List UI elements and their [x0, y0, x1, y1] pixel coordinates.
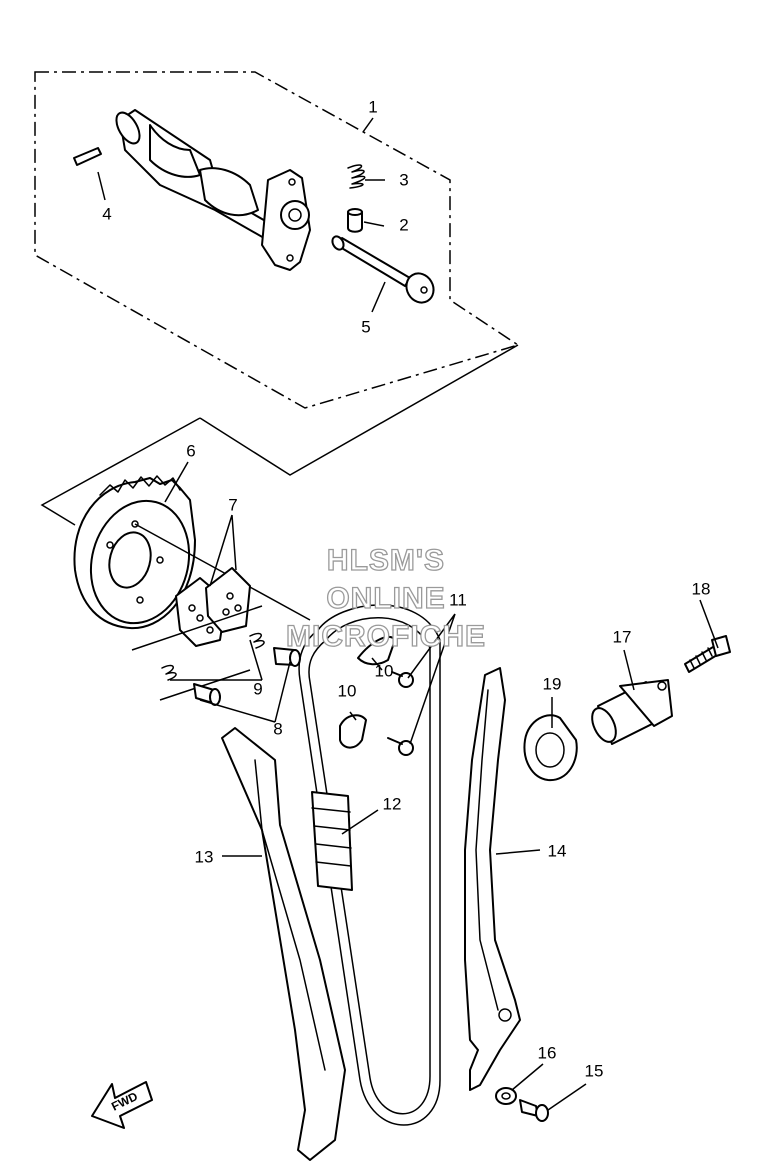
pins — [193, 647, 301, 706]
callout-6: 6 — [186, 441, 195, 460]
assembly-connection-lines — [40, 344, 519, 526]
camshaft-assembly-outline — [34, 71, 520, 409]
callout-7: 7 — [228, 495, 237, 514]
callout-labels: 1 2 3 4 5 6 7 8 9 10 10 11 12 13 14 15 1… — [102, 97, 710, 1080]
callout-13: 13 — [195, 847, 214, 866]
watermark-line-3: MICROFICHE — [286, 620, 486, 653]
chain-guide-exhaust — [464, 667, 521, 1091]
callout-18: 18 — [692, 579, 711, 598]
watermark-line-1: HLSM'S — [327, 544, 445, 577]
decompression-plates — [175, 567, 251, 647]
callout-10-upper: 10 — [375, 661, 394, 680]
decompressor-springs — [161, 632, 265, 681]
cam-sprocket — [73, 475, 196, 630]
callout-3: 3 — [399, 170, 408, 189]
callout-9: 9 — [253, 679, 262, 698]
callout-19: 19 — [543, 674, 562, 693]
plunger — [347, 208, 363, 233]
callout-15: 15 — [585, 1061, 604, 1080]
watermark-line-2: ONLINE — [326, 582, 445, 615]
tensioner-bolt — [684, 635, 731, 673]
callout-leaders — [97, 117, 719, 1111]
callout-4: 4 — [102, 204, 111, 223]
camshaft — [115, 109, 311, 271]
decompression-shaft — [331, 235, 435, 304]
chain-tensioner — [591, 679, 673, 745]
callout-8: 8 — [273, 719, 282, 738]
callout-2: 2 — [399, 215, 408, 234]
callout-1: 1 — [368, 97, 377, 116]
dowel-pin — [73, 147, 102, 166]
callout-10-lower: 10 — [338, 681, 357, 700]
callout-12: 12 — [383, 794, 402, 813]
callout-5: 5 — [361, 317, 370, 336]
callout-17: 17 — [613, 627, 632, 646]
callout-11: 11 — [449, 590, 467, 609]
forward-direction-arrow: FWD — [91, 1081, 153, 1129]
cam-chain — [298, 604, 441, 1126]
chain-guide-intake — [221, 727, 346, 1161]
plate-bracket — [131, 605, 263, 701]
watermark: HLSM'S ONLINE MICROFICHE — [285, 543, 486, 653]
spring — [347, 164, 366, 189]
callout-14: 14 — [548, 841, 567, 860]
sprocket-alignment-line — [134, 523, 311, 621]
washer-and-bolt — [495, 1087, 549, 1122]
tensioner-gasket — [523, 714, 578, 782]
callout-16: 16 — [538, 1043, 557, 1062]
